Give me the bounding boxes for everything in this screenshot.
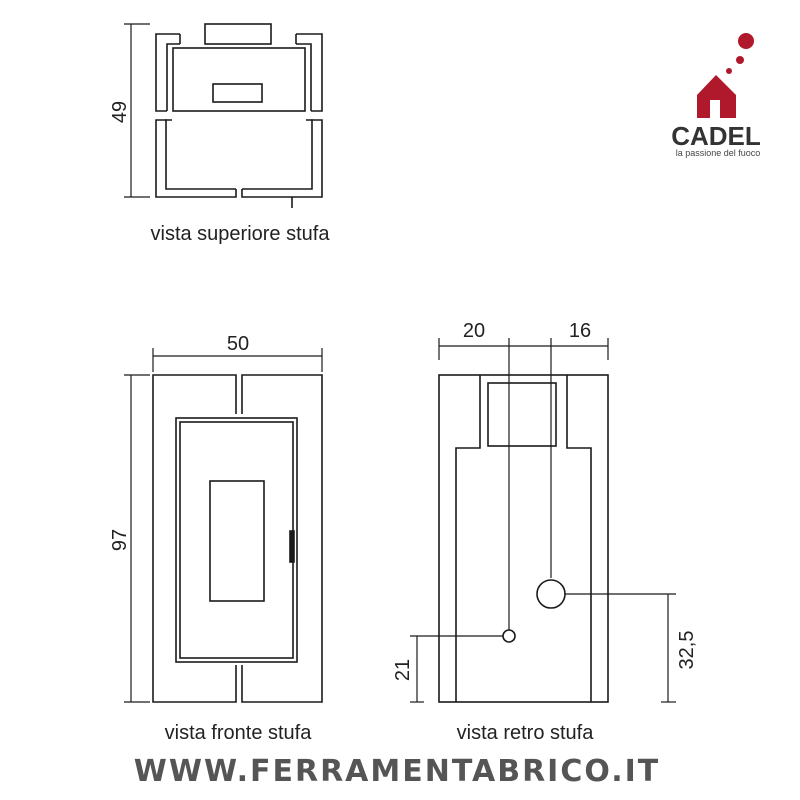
back-left-offset-label: 20	[463, 320, 485, 342]
back-view	[410, 338, 676, 703]
back-low-outlet-height-label: 21	[392, 659, 414, 681]
house-with-smoke-icon	[697, 33, 754, 118]
top-depth-label: 49	[109, 101, 131, 123]
back-view-caption: vista retro stufa	[457, 722, 595, 744]
front-view	[124, 348, 323, 703]
brand-name: CADEL	[671, 121, 761, 151]
front-view-caption: vista fronte stufa	[165, 722, 313, 744]
top-view-caption: vista superiore stufa	[151, 223, 331, 245]
website-watermark: WWW.FERRAMENTABRICO.IT	[134, 754, 660, 789]
back-right-offset-label: 16	[569, 320, 591, 342]
front-height-label: 97	[109, 529, 131, 551]
back-high-outlet-height-label: 32,5	[676, 631, 698, 670]
top-view	[124, 23, 323, 208]
cadel-logo: CADEL la passione del fuoco	[671, 33, 761, 158]
front-width-label: 50	[227, 333, 249, 355]
brand-tagline: la passione del fuoco	[676, 148, 761, 158]
